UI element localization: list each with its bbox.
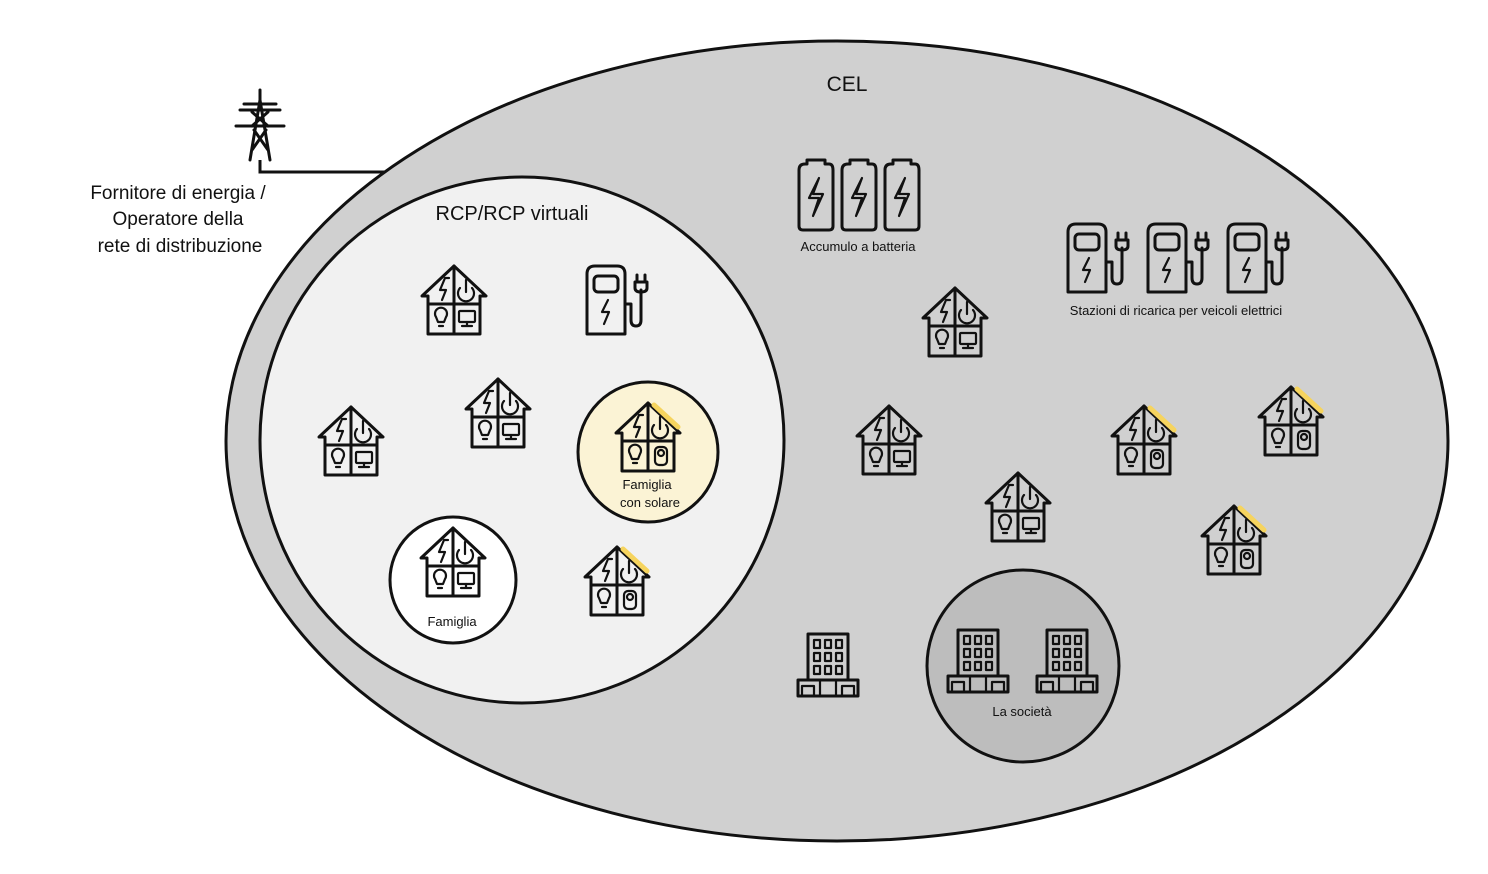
power-pylon-icon — [234, 88, 286, 162]
company-label: La società — [992, 704, 1052, 719]
solar-household-label-line2: con solare — [620, 495, 680, 510]
grid-connection-line — [258, 160, 385, 174]
battery-storage-label: Accumulo a batteria — [801, 239, 917, 254]
rcp-title: RCP/RCP virtuali — [436, 203, 589, 225]
household-label: Famiglia — [427, 614, 477, 629]
grid-operator-label-line2: Operatore della — [113, 209, 244, 230]
grid-operator-label-line1: Fornitore di energia / — [90, 183, 266, 204]
ev-stations-label: Stazioni di ricarica per veicoli elettri… — [1070, 303, 1283, 318]
cel-title: CEL — [827, 73, 868, 96]
company-group — [925, 568, 1121, 764]
grid-operator-label-line3: rete di distribuzione — [98, 236, 263, 257]
solar-household-label-line1: Famiglia — [622, 477, 672, 492]
